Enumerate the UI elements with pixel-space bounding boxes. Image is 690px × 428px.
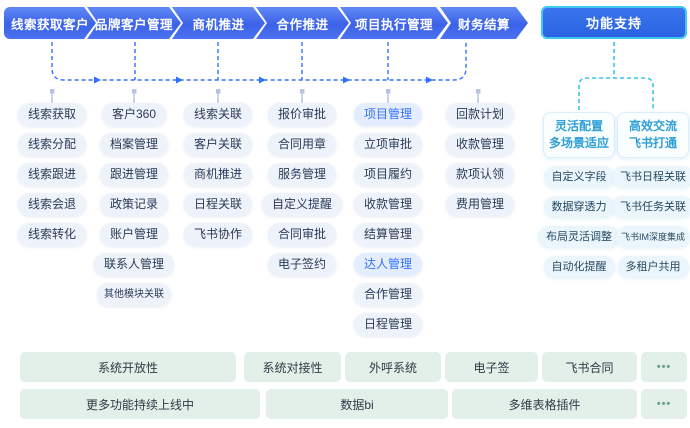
feature-pill: 立项审批 [353, 133, 422, 156]
capability-box-system-docking: 系统对接性 [244, 352, 341, 382]
support-pill: 飞书任务关联 [612, 196, 690, 218]
feature-pill: 报价审批 [267, 103, 336, 126]
feature-pill: 线索获取 [17, 103, 86, 126]
support-header: 功能支持 [541, 6, 687, 39]
flow-stage-cooperation: 合作推进 [256, 7, 349, 39]
column-opportunity: 线索关联 客户关联 商机推进 日程关联 飞书协作 [172, 103, 264, 246]
feature-pill: 线索跟进 [17, 163, 86, 186]
flow-stage-opportunity: 商机推进 [172, 7, 265, 39]
capability-box-esign: 电子签 [445, 352, 538, 382]
feature-pill-highlight: 项目管理 [353, 103, 422, 126]
feature-pill: 线索会退 [17, 193, 86, 216]
support-group-flexible-config: 灵活配置 多场景适应 自定义字段 数据穿透力 布局灵活调整 自动化提醒 [538, 112, 620, 278]
column-cooperation: 报价审批 合同用章 服务管理 自定义提醒 合同审批 电子签约 [256, 103, 348, 276]
flow-stage-label: 项目执行管理 [354, 17, 433, 32]
support-header-label: 功能支持 [585, 16, 642, 31]
feature-pill: 收款管理 [353, 193, 422, 216]
capability-box-feishu-contract: 飞书合同 [542, 352, 637, 382]
feature-pill: 结算管理 [353, 223, 422, 246]
capability-box-data-bi: 数据bi [266, 389, 448, 419]
support-pill: 飞书IM深度集成 [616, 226, 690, 248]
feature-pill: 其他模块关联 [97, 283, 171, 306]
feature-pill: 跟进管理 [99, 163, 168, 186]
support-pill: 布局灵活调整 [538, 226, 620, 248]
feature-pill: 账户管理 [99, 223, 168, 246]
flow-stage-project-execution: 项目执行管理 [340, 7, 448, 39]
feature-pill-highlight: 达人管理 [353, 253, 422, 276]
feature-pill: 款项认领 [445, 163, 514, 186]
column-lead-acquisition: 线索获取 线索分配 线索跟进 线索会退 线索转化 [6, 103, 98, 246]
support-group-title: 灵活配置 多场景适应 [543, 112, 615, 158]
feature-pill: 费用管理 [445, 193, 514, 216]
support-group-title-line: 多场景适应 [548, 136, 609, 150]
support-pill: 飞书日程关联 [612, 166, 690, 188]
flow-stage-lead-acquisition: 线索获取客户 [4, 7, 96, 39]
support-pill: 多租户共用 [617, 256, 689, 278]
feature-pill: 自定义提醒 [261, 193, 342, 216]
capability-box-more-features: 更多功能持续上线中 [20, 389, 260, 419]
capability-box-system-openness: 系统开放性 [20, 352, 236, 382]
feature-pill: 服务管理 [267, 163, 336, 186]
feature-pill: 电子签约 [267, 253, 336, 276]
support-pill: 数据穿透力 [543, 196, 615, 218]
support-group-title-line: 高效交流 [628, 118, 677, 133]
feature-pill: 合作管理 [353, 283, 422, 306]
feature-pill: 商机推进 [183, 163, 252, 186]
support-group-title: 高效交流 飞书打通 [617, 112, 689, 158]
feature-pill: 线索分配 [17, 133, 86, 156]
flow-stage-label: 合作推进 [276, 17, 329, 32]
feature-pill: 日程关联 [183, 193, 252, 216]
more-ellipsis-icon: ••• [641, 389, 687, 419]
feature-pill: 档案管理 [99, 133, 168, 156]
column-project-execution: 项目管理 立项审批 项目履约 收款管理 结算管理 达人管理 合作管理 日程管理 [342, 103, 434, 336]
support-group-title-line: 飞书打通 [628, 136, 677, 150]
feature-pill: 政策记录 [99, 193, 168, 216]
flow-stage-label: 品牌客户管理 [94, 17, 173, 32]
feature-pill: 线索关联 [183, 103, 252, 126]
more-ellipsis-icon: ••• [641, 352, 687, 382]
support-group-title-line: 灵活配置 [554, 118, 603, 133]
feature-pill: 飞书协作 [183, 223, 252, 246]
feature-pill: 项目履约 [353, 163, 422, 186]
support-pill: 自定义字段 [543, 166, 615, 188]
feature-pill: 客户360 [101, 103, 167, 126]
capability-box-multi-table-plugin: 多维表格插件 [452, 389, 637, 419]
flow-stage-brand-customer-mgmt: 品牌客户管理 [87, 7, 181, 39]
feature-pill: 合同审批 [267, 223, 336, 246]
support-group-feishu-integration: 高效交流 飞书打通 飞书日程关联 飞书任务关联 飞书IM深度集成 多租户共用 [612, 112, 690, 278]
capability-box-outbound-call: 外呼系统 [345, 352, 441, 382]
feature-pill: 回款计划 [445, 103, 514, 126]
column-brand-customer-mgmt: 客户360 档案管理 跟进管理 政策记录 账户管理 联系人管理 其他模块关联 [88, 103, 180, 306]
feature-pill: 客户关联 [183, 133, 252, 156]
feature-pill: 线索转化 [17, 223, 86, 246]
feature-pill: 合同用章 [267, 133, 336, 156]
feature-pill: 联系人管理 [93, 253, 174, 276]
column-finance-settlement: 回款计划 收款管理 款项认领 费用管理 [434, 103, 526, 216]
feature-pill: 日程管理 [353, 313, 422, 336]
flow-stage-label: 财务结算 [457, 17, 510, 32]
flow-stage-finance-settlement: 财务结算 [440, 7, 528, 39]
feature-pill: 收款管理 [445, 133, 514, 156]
flow-stage-label: 商机推进 [192, 17, 245, 32]
support-pill: 自动化提醒 [543, 256, 615, 278]
flow-stage-label: 线索获取客户 [10, 17, 89, 32]
